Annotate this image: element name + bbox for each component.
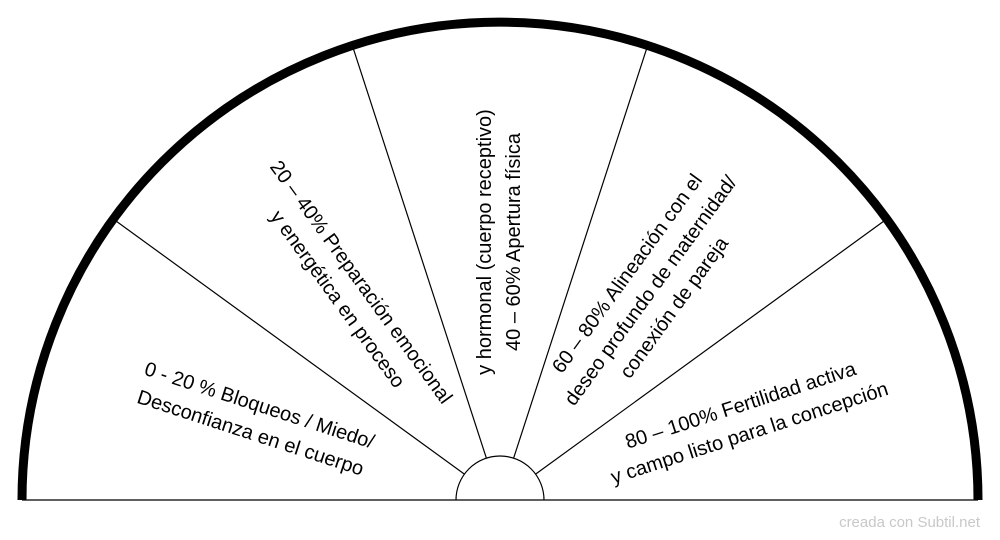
segment-divider: [116, 220, 465, 475]
segment-divider: [352, 49, 487, 459]
segment-label-3: 40 – 60% Apertura física y hormonal (cuer…: [474, 109, 525, 375]
segment-divider: [535, 220, 884, 475]
credit-text: creada con Subtil.net: [839, 514, 980, 531]
center-hub: [455, 455, 545, 501]
outer-arc: [17, 17, 983, 501]
segment-label-line: y hormonal (cuerpo receptivo): [474, 109, 496, 375]
segment-label-line: 20 – 40% Preparación emocional: [265, 157, 456, 408]
segment-label-line: 60 – 80% Alineación con el: [548, 170, 707, 377]
segment-label-line: 40 – 60% Apertura física: [503, 132, 525, 351]
segment-label-line: deseo profundo de maternidad/: [560, 172, 741, 410]
segment-label-1: 0 - 20 % Bloqueos / Miedo/Desconfianza e…: [134, 358, 377, 480]
segment-divider: [513, 49, 648, 459]
